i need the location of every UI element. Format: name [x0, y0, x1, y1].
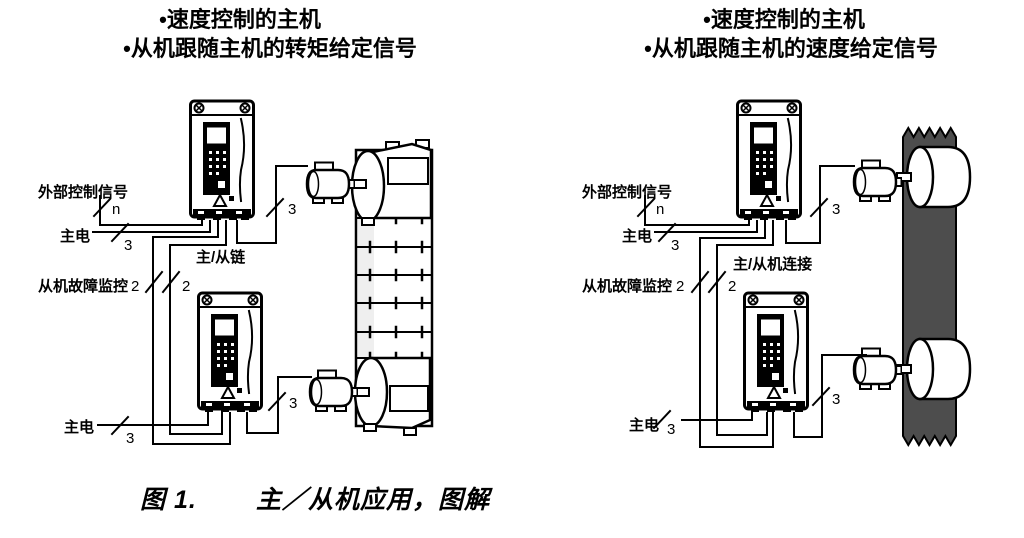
- caption-figure-number: 图 1.: [140, 486, 197, 514]
- wire-count-slashes-right: [636, 197, 831, 430]
- wire-motor-follower: [246, 376, 312, 434]
- wire-count-mains-bottom-left: 3: [126, 430, 134, 447]
- header-right-line1: •速度控制的主机: [703, 7, 865, 32]
- slash-mains-bottom: [652, 409, 672, 430]
- wire-count-fault-right-2: 2: [728, 278, 736, 295]
- wire-count-mains-top-left: 3: [124, 237, 132, 254]
- label-fault-monitor-left: 从机故障监控: [38, 277, 128, 295]
- wire-motor-follower: [793, 354, 867, 438]
- label-external-control-left: 外部控制信号: [37, 183, 128, 201]
- slash-motor-bottom: [811, 386, 831, 407]
- motor-upper-right: [852, 159, 902, 203]
- label-mains-bottom-left: 主电: [64, 418, 94, 436]
- wire-count-n-right: n: [656, 201, 664, 218]
- left-diagram-torque-follower: 外部控制信号 n 主电 3 主/从链 从机故障监控 2 2 3 主电 3 3: [37, 99, 434, 447]
- slash-motor-bottom: [267, 391, 287, 412]
- slash-n: [92, 197, 112, 218]
- slash-fault-1: [144, 270, 164, 294]
- wire-count-mains-top-right: 3: [671, 237, 679, 254]
- header-left-line2: •从机跟随主机的转矩给定信号: [123, 36, 417, 61]
- wire-link-outer: [699, 220, 774, 448]
- wire-count-fault-left-2: 2: [182, 278, 190, 295]
- roller-lower-right: [905, 337, 972, 401]
- drive-master-right: [736, 99, 802, 222]
- motor-lower-left: [308, 369, 358, 413]
- drum-upper: [350, 139, 433, 226]
- wire-motor-master: [785, 165, 855, 244]
- wire-count-slashes-left: [92, 197, 287, 436]
- slash-n: [636, 197, 656, 218]
- wire-motor-master: [236, 165, 308, 244]
- slash-mains-top: [657, 222, 677, 243]
- conveyor: [350, 139, 434, 436]
- label-master-follower-link-left: 主/从链: [196, 248, 246, 266]
- slash-fault-1: [690, 270, 710, 294]
- label-external-control-right: 外部控制信号: [581, 183, 672, 201]
- roller-upper-right: [905, 145, 972, 209]
- drive-master-left: [189, 99, 255, 222]
- wire-link-inner: [169, 220, 227, 435]
- label-fault-monitor-right: 从机故障监控: [582, 277, 672, 295]
- header-right-line2: •从机跟随主机的速度给定信号: [644, 36, 938, 61]
- label-mains-bottom-right: 主电: [629, 416, 659, 434]
- motor-upper-left: [305, 161, 355, 205]
- label-mains-top-right: 主电: [622, 227, 652, 245]
- wiring-right: [644, 165, 867, 448]
- slash-fault-2: [707, 270, 727, 294]
- label-master-follower-link-right: 主/从机连接: [733, 255, 812, 273]
- caption-figure-title: 主／从机应用，图解: [256, 486, 493, 514]
- wire-count-fault-left-1: 2: [131, 278, 139, 295]
- slash-motor-top: [265, 197, 285, 218]
- wire-mains-follower: [97, 412, 209, 426]
- wire-mains-master: [654, 220, 758, 233]
- slash-motor-top: [809, 197, 829, 218]
- slash-fault-2: [161, 270, 181, 294]
- wire-count-motor-bottom-left: 3: [289, 395, 297, 412]
- wire-mains-master: [92, 220, 211, 233]
- header-left-line1: •速度控制的主机: [159, 7, 321, 32]
- slash-mains-top: [110, 222, 130, 243]
- label-mains-top-left: 主电: [60, 227, 90, 245]
- wire-link-outer: [152, 220, 231, 445]
- wire-count-motor-top-right: 3: [832, 201, 840, 218]
- wire-count-motor-top-left: 3: [288, 201, 296, 218]
- drive-follower-right: [743, 291, 809, 414]
- right-diagram-speed-follower: 外部控制信号 n 主电 3 主/从机连接 从机故障监控 2 2 3 主电 3 3: [581, 99, 972, 448]
- wire-external-control: [644, 195, 750, 226]
- wire-mains-follower: [681, 412, 753, 421]
- wire-count-mains-bottom-right: 3: [667, 421, 675, 438]
- drive-follower-left: [197, 291, 263, 414]
- wire-count-n-left: n: [112, 201, 120, 218]
- wire-link-inner: [716, 220, 774, 436]
- wire-count-motor-bottom-right: 3: [832, 391, 840, 408]
- wire-count-fault-right-1: 2: [676, 278, 684, 295]
- slash-mains-bottom: [110, 415, 130, 436]
- drum-lower: [353, 356, 432, 436]
